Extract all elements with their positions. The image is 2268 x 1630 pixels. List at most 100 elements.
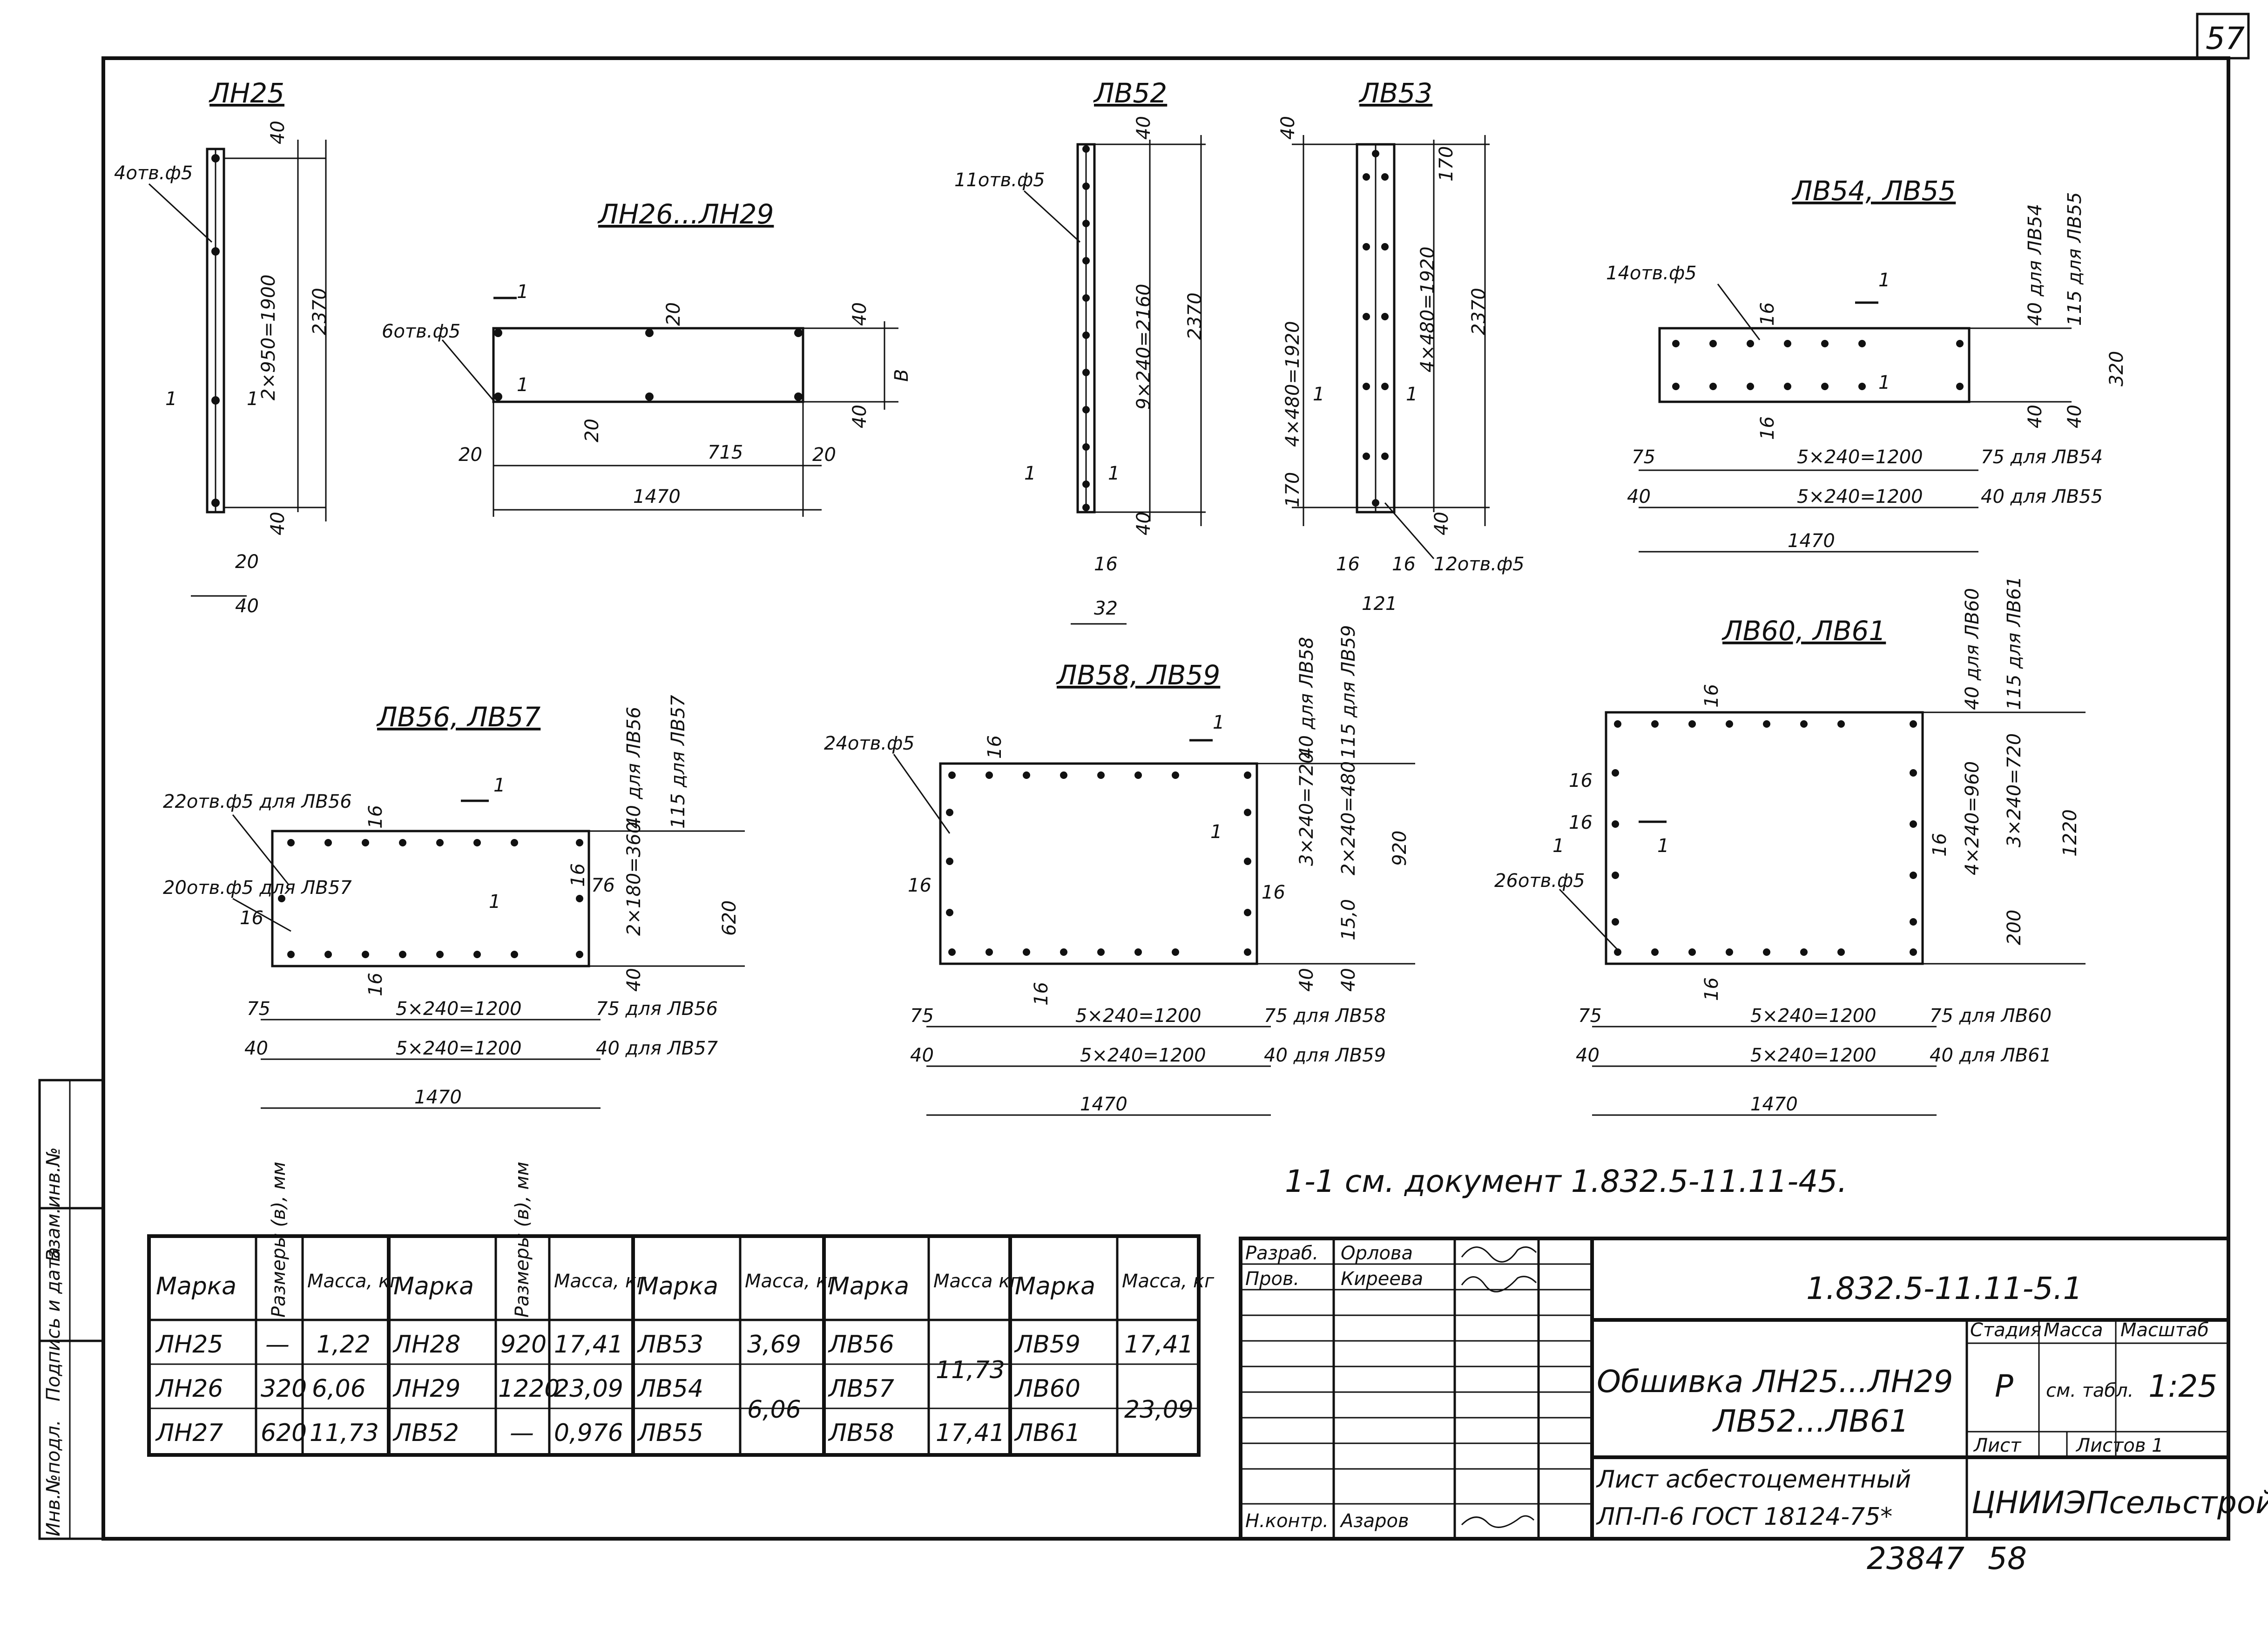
lv54-holes-note: 14отв.ф5 [1606, 263, 1697, 284]
lv54-dim-40-for: 40 для ЛВ55 [1981, 486, 2103, 507]
ln25-section-1-right: 1 [247, 388, 258, 410]
sheet-number-box [2196, 13, 2250, 60]
lv56-holes-note-56: 22отв.ф5 для ЛВ56 [163, 791, 352, 812]
hdr-mass-2: Масса, кг [554, 1271, 647, 1292]
lv58-dim-2x240: 2×240=480 [1338, 761, 1359, 875]
lv58-dim-40-b: 40 [1338, 968, 1359, 992]
cell-r1-c7: ЛВ53 [637, 1331, 703, 1359]
hdr-mass-5: Масса, кг [1122, 1271, 1215, 1292]
cell-r1-c4: ЛН28 [392, 1331, 460, 1359]
lv52-section-1-left: 1 [1024, 463, 1036, 484]
lv60-dim-40-for: 40 для ЛВ60 [1962, 588, 1983, 710]
lv54-dim-16-top: 16 [1757, 302, 1778, 326]
lv58-dim-75: 75 [910, 1005, 934, 1027]
view-ln25: ЛН25 2×950=1900 2370 40 40 20 40 4отв.ф5… [114, 77, 331, 617]
hdr-mark-2: Марка [393, 1272, 474, 1300]
lv56-dim-16-bot: 16 [365, 973, 386, 996]
lv53-holes-note: 12отв.ф5 [1434, 554, 1525, 575]
lv56-section-1-top: 1 [493, 775, 505, 796]
lv56-dim-5x240-a: 5×240=1200 [396, 998, 522, 1020]
lv58-dim-115-for: 115 для ЛВ59 [1338, 625, 1359, 759]
cell-r1-c8: 3,69 [747, 1331, 801, 1359]
lv58-dim-920: 920 [1389, 831, 1411, 866]
title-block: Разраб. Пров. Н.контр. Орлова Киреева Аз… [1239, 1237, 2268, 1541]
lv56-dim-75-for: 75 для ЛВ56 [596, 998, 718, 1020]
lv56-dim-75: 75 [247, 998, 270, 1020]
lv58-dim-40-for: 40 для ЛВ58 [1296, 637, 1317, 759]
lv60-section-1-right: 1 [1657, 835, 1669, 857]
page-number: 58 [1988, 1541, 2027, 1576]
signature-developer [1461, 1246, 1537, 1263]
cell-r3-c5: — [510, 1419, 534, 1447]
cell-r1-c6: 17,41 [554, 1331, 623, 1359]
lv54-dim-5x240-b: 5×240=1200 [1797, 486, 1923, 507]
lv56-section-1-bot: 1 [489, 891, 500, 913]
lv54-section-1-top: 1 [1878, 270, 1890, 291]
lv56-dim-620: 620 [719, 900, 740, 936]
view-ln25-title: ЛН25 [209, 77, 284, 109]
lv53-dim-40-top: 40 [1277, 116, 1299, 140]
sheet-number: 57 [2206, 20, 2245, 56]
hdr-mass-1: Масса, кг [307, 1271, 400, 1292]
hdr-mark-5: Марка [1015, 1272, 1095, 1300]
tb-organization: ЦНИИЭПсельстрой [1971, 1485, 2268, 1521]
lv58-holes-note: 24отв.ф5 [824, 733, 915, 754]
section-note: 1-1 см. документ 1.832.5-11.11-45. [1285, 1163, 1847, 1199]
lv58-dim-16-bot: 16 [1031, 982, 1052, 1006]
cell-r3-c6: 0,976 [554, 1419, 623, 1447]
cell-r3-c3: 11,73 [310, 1419, 379, 1447]
lv56-dim-5x240-b: 5×240=1200 [396, 1038, 522, 1059]
tb-role-checker: Пров. [1245, 1268, 1299, 1290]
cell-r2-c9: ЛВ57 [828, 1375, 894, 1403]
ln26-section-1-top: 1 [517, 281, 528, 303]
view-ln26-29: ЛН26...ЛН29 6отв.ф5 20 40 В 40 20 715 20… [382, 198, 912, 517]
lv54-dim-5x240-a: 5×240=1200 [1797, 446, 1923, 468]
ln25-dim-20: 20 [235, 551, 259, 573]
lv52-dim-2370: 2370 [1184, 292, 1206, 340]
strip-inv-label: Инв.№подл. [43, 1420, 64, 1536]
view-lv53-title: ЛВ53 [1358, 77, 1432, 109]
lv58-dim-16-left: 16 [908, 875, 932, 896]
hdr-mark-1: Марка [156, 1272, 236, 1300]
cell-r2-c6: 23,09 [554, 1375, 623, 1403]
view-lv60-61: ЛВ60, ЛВ61 26отв.ф5 16 16 16 16 16 4×240… [1494, 576, 2086, 1116]
tb-scale: 1:25 [2148, 1368, 2217, 1404]
lv58-dim-40-a: 40 [1296, 968, 1317, 992]
lv56-dim-16-left: 16 [240, 907, 263, 929]
view-ln26-29-title: ЛН26...ЛН29 [597, 198, 774, 230]
parts-table: Марка Размеры (в), мм Масса, кг Марка Ра… [147, 1162, 1215, 1457]
lv56-dim-115-for: 115 для ЛВ57 [668, 695, 689, 829]
lv52-section-1-right: 1 [1108, 463, 1120, 484]
lv54-dim-40-b: 40 [2064, 405, 2086, 428]
lv56-dim-40-left: 40 [244, 1038, 268, 1059]
lv58-dim-150: 15,0 [1338, 899, 1359, 940]
lv54-dim-115-for-vert: 115 для ЛВ55 [2064, 192, 2086, 326]
tb-name-checker: Киреева [1341, 1268, 1423, 1290]
ln26-dim-1470: 1470 [633, 486, 681, 507]
view-lv54-55: ЛВ54, ЛВ55 14отв.ф5 16 16 75 40 5×240=12… [1606, 175, 2127, 553]
lv60-dim-115-for: 115 для ЛВ61 [2004, 576, 2025, 710]
left-strip: Инв.№подл. Подпись и дата Взам.инв.№ [38, 1079, 105, 1540]
lv60-dim-1220: 1220 [2059, 809, 2081, 857]
ln25-holes-note: 4отв.ф5 [114, 162, 193, 184]
lv56-dim-76: 76 [591, 875, 615, 896]
view-lv54-55-title: ЛВ54, ЛВ55 [1791, 175, 1956, 207]
lv56-dim-16-right: 16 [567, 863, 589, 887]
lv54-dim-40-a: 40 [2025, 405, 2046, 428]
lv53-dim-4x480-right: 4×480=1920 [1417, 246, 1438, 372]
ln26-holes-note: 6отв.ф5 [382, 321, 460, 342]
lv53-section-1-right: 1 [1406, 384, 1418, 405]
tb-doc-code: 1.832.5-11.11-5.1 [1806, 1271, 2082, 1306]
lv56-holes-note-57: 20отв.ф5 для ЛВ57 [163, 877, 352, 899]
view-lv58-59: ЛВ58, ЛВ59 24отв.ф5 16 16 16 16 3×240=72… [824, 625, 1415, 1116]
ln26-dim-20-left: 20 [459, 444, 482, 466]
tb-sheets-label: Листов 1 [2075, 1435, 2164, 1456]
lv60-dim-3x240: 3×240=720 [2004, 733, 2025, 847]
tb-material-line2: ЛП-П-6 ГОСТ 18124-75* [1596, 1503, 1892, 1531]
cell-r2-c2: 320 [261, 1375, 307, 1403]
tb-title-line2: ЛВ52...ЛВ61 [1712, 1403, 1909, 1439]
hdr-mass-3: Масса, кг [745, 1271, 837, 1292]
cell-r2-c11: ЛВ60 [1014, 1375, 1080, 1403]
lv58-section-1-bot: 1 [1210, 821, 1222, 843]
